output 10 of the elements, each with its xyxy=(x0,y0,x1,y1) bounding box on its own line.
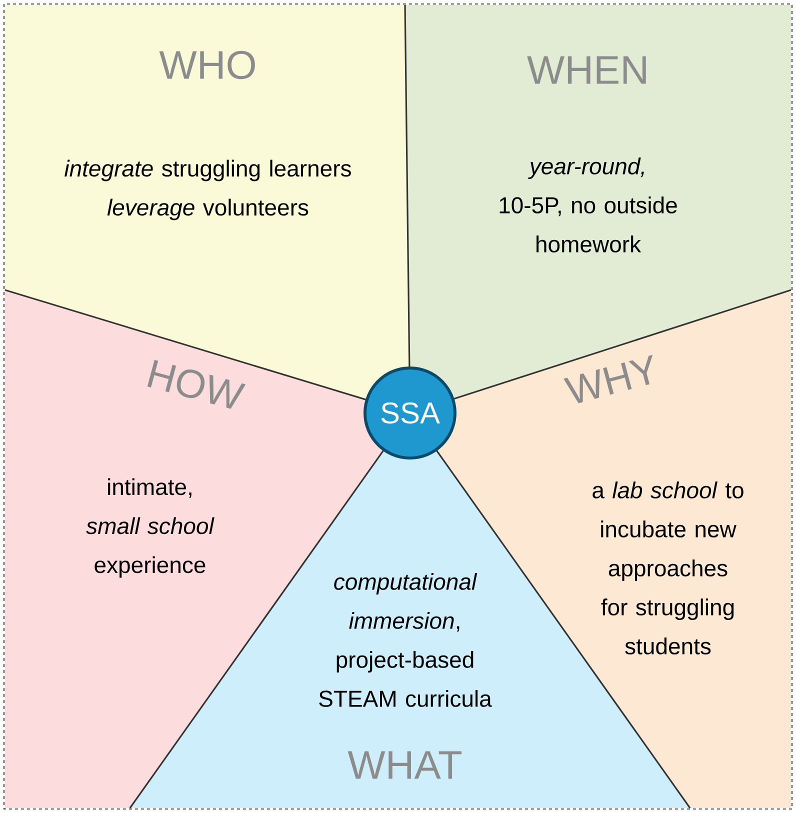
sector-heading: HOW xyxy=(147,360,246,409)
sector-text: year-round, 10-5P, no outside homework xyxy=(500,158,677,252)
sector-text: a lab school to incubate new approaches for struggling students xyxy=(592,482,744,654)
sector-heading: WHY xyxy=(564,354,653,404)
sector-heading: WHAT xyxy=(348,751,462,779)
sector-text: computational immersion, project-based STEAM curricula xyxy=(319,573,492,707)
sector-text: intimate, small school experience xyxy=(86,478,214,578)
sector-text: integrate struggling learners leverage volunteers xyxy=(64,160,351,220)
sector-heading: WHO xyxy=(159,50,255,80)
sector-heading: WHEN xyxy=(527,56,646,84)
